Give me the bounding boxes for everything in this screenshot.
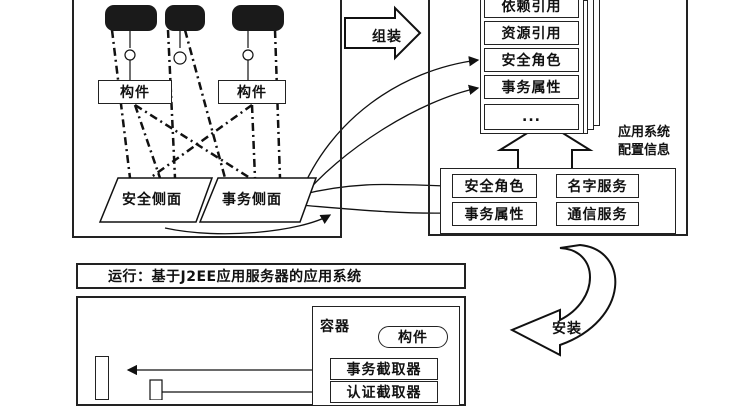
config-item-label: 安全角色 <box>501 53 562 69</box>
config-caption: 应用系统 配置信息 <box>618 124 670 160</box>
config-item-label: ... <box>522 109 541 125</box>
install-label: 安装 <box>552 321 582 337</box>
component-handle-3 <box>232 5 284 31</box>
component-box-2: 构件 <box>218 80 286 104</box>
runtime-title-bar: 运行：基于J2EE应用服务器的应用系统 <box>76 263 466 289</box>
container-label: 容器 <box>320 319 350 335</box>
component-handle-1 <box>105 5 157 31</box>
runtime-component-label: 构件 <box>398 330 428 346</box>
component-label: 构件 <box>237 85 267 101</box>
service-transaction: 事务属性 <box>452 202 537 226</box>
install-arrow <box>509 243 617 357</box>
config-item-label: 资源引用 <box>501 26 562 42</box>
config-up-arrow <box>496 120 594 171</box>
component-box-1: 构件 <box>98 80 172 104</box>
interceptor-label: 事务截取器 <box>346 362 422 378</box>
assemble-arrow <box>344 5 422 61</box>
aspect-arrows <box>164 56 480 235</box>
service-security-role: 安全角色 <box>452 174 537 198</box>
config-item-dependency: 依赖引用 <box>484 0 579 18</box>
interceptor-label: 认证截取器 <box>346 385 422 401</box>
service-naming: 名字服务 <box>556 174 639 198</box>
config-panel <box>428 0 688 236</box>
interceptor-auth: 认证截取器 <box>330 381 438 403</box>
config-item-security-role: 安全角色 <box>484 48 579 72</box>
config-item-more: ... <box>484 104 579 130</box>
left-panel <box>72 0 342 238</box>
config-item-label: 依赖引用 <box>501 0 562 15</box>
service-label: 名字服务 <box>567 179 628 195</box>
config-caption-line1: 应用系统 <box>618 125 671 140</box>
service-label: 通信服务 <box>567 207 628 223</box>
component-label: 构件 <box>120 85 150 101</box>
dashdot-links <box>110 29 282 180</box>
component-handle-2 <box>165 5 205 31</box>
config-item-label: 事务属性 <box>501 80 562 96</box>
assemble-label: 组装 <box>372 29 402 45</box>
service-communication: 通信服务 <box>556 202 639 226</box>
config-item-transaction: 事务属性 <box>484 75 579 99</box>
security-aspect-label: 安全侧面 <box>122 192 182 208</box>
transaction-aspect-label: 事务侧面 <box>222 192 282 208</box>
client-element <box>95 356 109 400</box>
service-label: 事务属性 <box>464 207 525 223</box>
interceptor-transaction: 事务截取器 <box>330 358 438 380</box>
service-label: 安全角色 <box>464 179 525 195</box>
config-caption-line2: 配置信息 <box>618 143 671 158</box>
runtime-component: 构件 <box>378 326 448 348</box>
component-stems <box>124 30 254 80</box>
config-item-resource: 资源引用 <box>484 21 579 45</box>
runtime-title: 运行：基于J2EE应用服务器的应用系统 <box>108 269 362 285</box>
